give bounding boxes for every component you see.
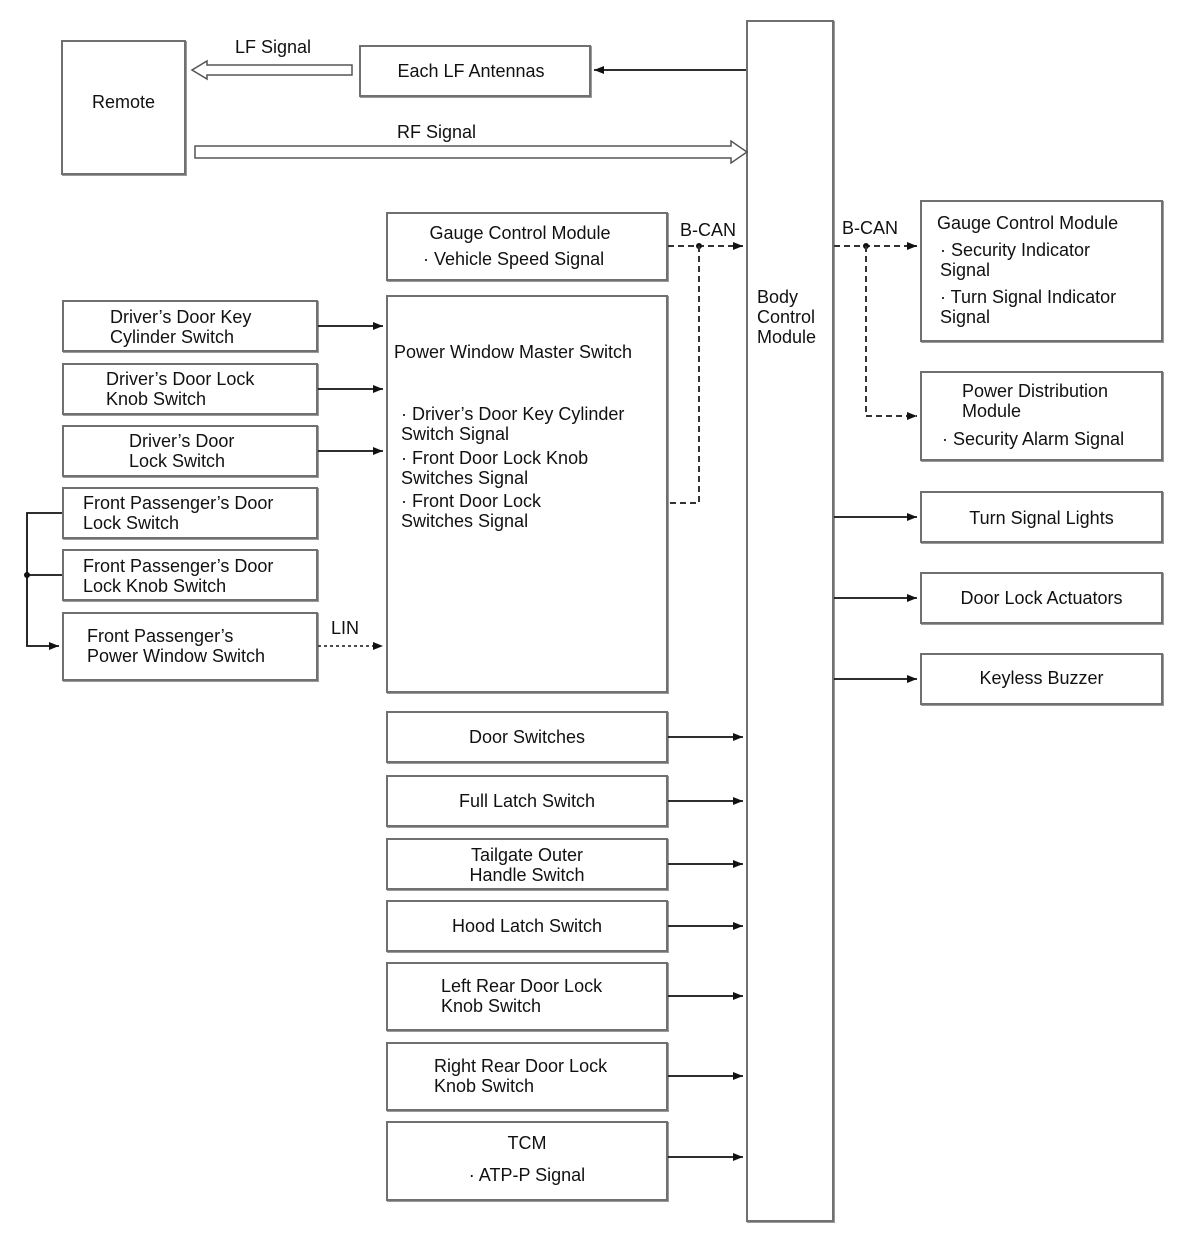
output-label-3: Keyless Buzzer <box>979 668 1104 688</box>
output-label-1: Turn Signal Lights <box>969 508 1114 528</box>
middle-input-box-6 <box>386 1042 668 1111</box>
left-switch-label-6: Front Passenger’s Power Window Switch <box>87 626 266 666</box>
left-switch-label-5: Front Passenger’s Door Lock Knob Switch <box>83 556 274 596</box>
gauge-left-title: Gauge Control Module <box>429 223 611 243</box>
left-switch-label-2: Driver’s Door Lock Knob Switch <box>106 369 255 409</box>
pwms-signal-2: · Front Door Lock Knob Switches Signal <box>401 448 589 488</box>
rf-signal-arrow <box>194 139 749 165</box>
left-switch-label-1: Driver’s Door Key Cylinder Switch <box>110 307 252 347</box>
left-switch-label-4: Front Passenger’s Door Lock Switch <box>83 493 274 533</box>
lf-signal-arrow <box>190 59 353 81</box>
output-box-1 <box>920 491 1163 543</box>
pwms-signal-3: · Front Door Lock Switches Signal <box>401 491 542 531</box>
middle-input-label-5: Left Rear Door Lock Knob Switch <box>441 976 603 1016</box>
remote-box <box>61 40 186 175</box>
power-window-master-switch-box <box>386 295 668 693</box>
middle-input-label-3: Tailgate Outer Handle Switch <box>469 845 585 885</box>
power-distribution-module-box <box>920 371 1163 461</box>
middle-input-box-4 <box>386 900 668 952</box>
output-label-2: Door Lock Actuators <box>960 588 1123 608</box>
pdm-signal: · Security Alarm Signal <box>942 429 1125 449</box>
pwms-bcan-line <box>670 246 700 504</box>
left-switch-label-3: Driver’s Door Lock Switch <box>129 431 235 471</box>
rf-signal-label: RF Signal <box>397 122 477 142</box>
pdm-title: Power Distribution Module <box>962 381 1109 421</box>
left-switch-box-4 <box>62 487 318 539</box>
tcm-box <box>386 1121 668 1201</box>
lf-antennas-label: Each LF Antennas <box>397 61 545 81</box>
lin-label: LIN <box>331 618 360 638</box>
middle-input-label-2: Full Latch Switch <box>458 791 596 811</box>
middle-input-box-2 <box>386 775 668 827</box>
lf-antennas-box <box>359 45 591 97</box>
middle-input-box-1 <box>386 711 668 763</box>
tcm-title: TCM <box>507 1133 547 1153</box>
bcan-right-label: B-CAN <box>842 218 899 238</box>
gauge-right-title: Gauge Control Module <box>937 213 1119 233</box>
tcm-signal: · ATP-P Signal <box>468 1165 586 1185</box>
gauge-control-module-right-box <box>920 200 1163 342</box>
left-switch-box-2 <box>62 363 318 415</box>
pwms-signal-1: · Driver’s Door Key Cylinder Switch Sign… <box>401 404 625 444</box>
left-switch-box-3 <box>62 425 318 477</box>
remote-label: Remote <box>91 92 156 112</box>
pdm-bcan-line <box>865 246 917 420</box>
middle-input-box-5 <box>386 962 668 1031</box>
body-control-module-label: Body Control Module <box>757 287 817 347</box>
body-control-module-box <box>746 20 834 1222</box>
gauge-right-signal-2: · Turn Signal Indicator Signal <box>940 287 1117 327</box>
left-switch-box-5 <box>62 549 318 601</box>
output-box-2 <box>920 572 1163 624</box>
gauge-left-signal: · Vehicle Speed Signal <box>423 249 605 269</box>
output-box-3 <box>920 653 1163 705</box>
bcan-left-label: B-CAN <box>680 220 737 240</box>
gauge-right-signal-1: · Security Indicator Signal <box>940 240 1091 280</box>
middle-input-label-6: Right Rear Door Lock Knob Switch <box>434 1056 608 1096</box>
left-switch-box-6 <box>62 612 318 681</box>
left-switch-box-1 <box>62 300 318 352</box>
pwms-title: Power Window Master Switch <box>394 342 633 362</box>
middle-input-box-3 <box>386 838 668 890</box>
passenger-junction <box>24 572 30 578</box>
gauge-control-module-left-box <box>386 212 668 281</box>
passenger-bracket-line <box>26 512 62 650</box>
lf-signal-label: LF Signal <box>235 37 312 57</box>
middle-input-label-1: Door Switches <box>468 727 586 747</box>
middle-input-label-4: Hood Latch Switch <box>451 916 603 936</box>
